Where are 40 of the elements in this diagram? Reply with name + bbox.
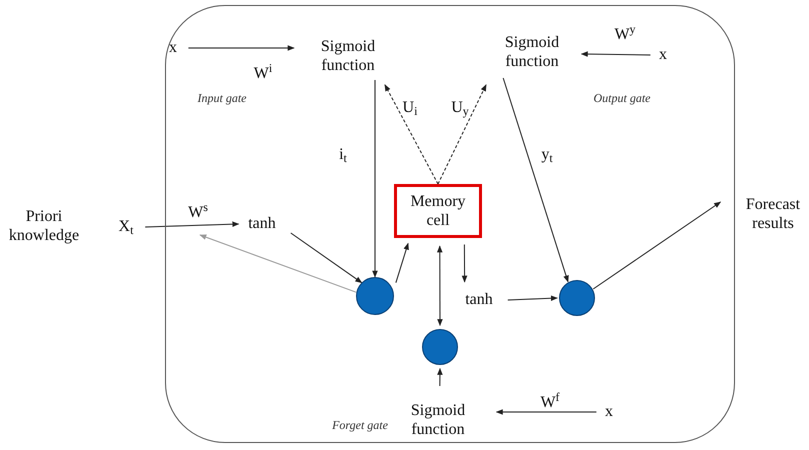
node-label: x — [166, 38, 180, 58]
node-label: x — [602, 402, 616, 422]
node-label: Priori knowledge — [2, 206, 86, 246]
arrow — [580, 51, 651, 57]
arrow — [592, 202, 722, 290]
edge-label: W$^{f}$ — [540, 395, 560, 411]
dotted-arrow — [438, 84, 487, 184]
edge-label: W$^{i}$ — [254, 66, 272, 82]
arrow — [395, 242, 409, 284]
arrow — [436, 245, 443, 326]
lstm-cell-frame — [165, 5, 735, 443]
dotted-arrow — [384, 84, 438, 184]
node-label: Sigmoid function — [487, 32, 577, 72]
arrow — [144, 221, 240, 228]
edge-label: U$_{y}$ — [451, 100, 469, 116]
node-label: Sigmoid function — [303, 36, 393, 76]
edge-label: y$_{t}$ — [541, 147, 553, 163]
edge-label: U$_{i}$ — [402, 100, 418, 116]
node-label: tanh — [461, 290, 497, 310]
node-label: x — [656, 45, 670, 65]
arrow — [502, 78, 569, 282]
arrow — [188, 45, 295, 51]
arrow — [199, 234, 356, 293]
node-label: Sigmoid function — [393, 400, 483, 440]
arrow — [507, 295, 558, 302]
arrow — [372, 80, 378, 278]
gate-note: Output gate — [592, 90, 652, 107]
arrow — [437, 368, 443, 386]
gate-note: Input gate — [196, 90, 248, 107]
edge-label: W$^{s}$ — [188, 205, 208, 221]
node-label: tanh — [244, 214, 280, 234]
gate-note: Forget gate — [331, 417, 389, 434]
edge-label: i$_{t}$ — [339, 147, 347, 163]
memory-cell-box: Memory cell — [394, 184, 482, 238]
node-label: X$_{t}$ — [114, 216, 138, 238]
node-label: Forecast results — [738, 194, 808, 234]
edge-label: W$^{y}$ — [614, 27, 636, 43]
arrow — [290, 232, 362, 284]
arrow — [462, 244, 468, 283]
arrow — [496, 409, 597, 415]
